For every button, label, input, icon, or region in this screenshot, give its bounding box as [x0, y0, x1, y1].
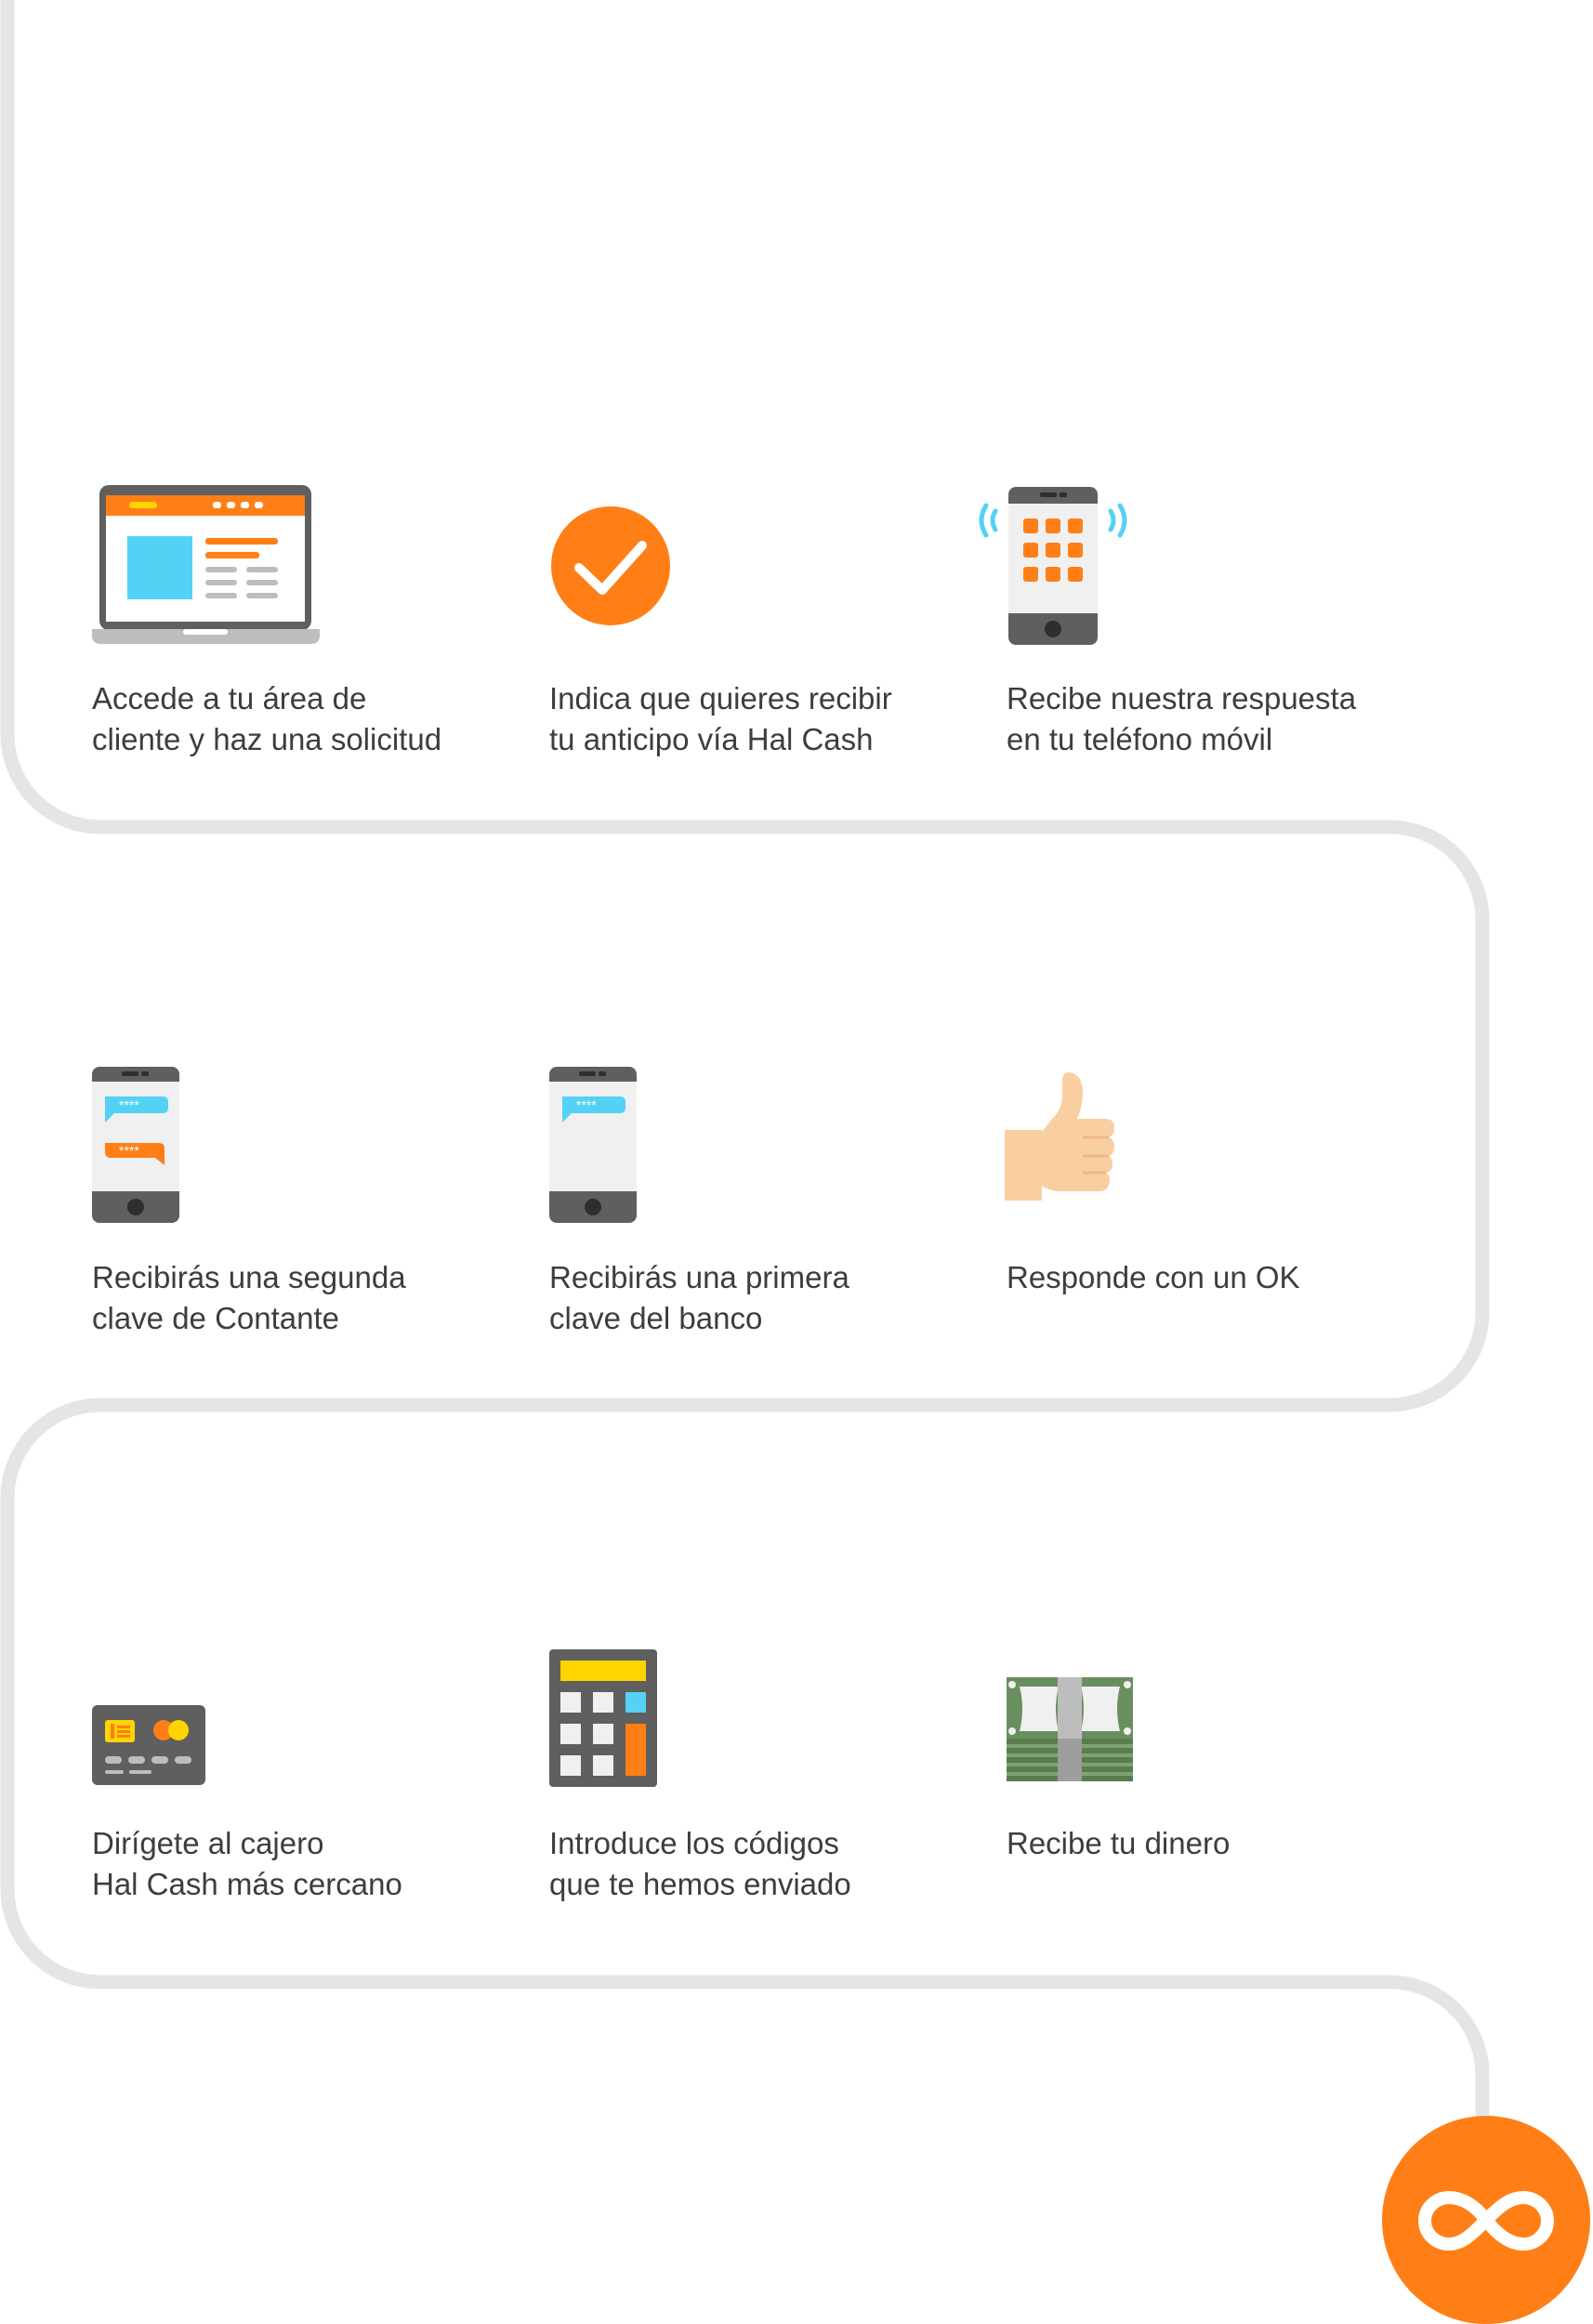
- step-label-line1: Recibirás una primera: [549, 1260, 849, 1294]
- phone-two-messages-icon: **** ****: [92, 1067, 179, 1223]
- step-go-to-atm: Dirígete al cajero Hal Cash más cercano: [92, 1649, 501, 1928]
- step-label-line1: Recibirás una segunda: [92, 1260, 406, 1294]
- step-label-line1: Accede a tu área de: [92, 681, 367, 716]
- step-label-line1: Recibe nuestra respuesta: [1007, 681, 1357, 716]
- step-choose-hal-cash: Indica que quieres recibir tu anticipo v…: [549, 483, 958, 762]
- step-label-line1: Indica que quieres recibir: [549, 681, 892, 716]
- message-code-1: ****: [119, 1097, 139, 1112]
- step-label-line2: que te hemos enviado: [549, 1867, 851, 1901]
- step-label-line2: tu anticipo vía Hal Cash: [549, 722, 874, 756]
- step-access-client-area: Accede a tu área de cliente y haz una so…: [92, 483, 501, 762]
- phone-one-message-icon: ****: [549, 1067, 637, 1223]
- step-label-line1: Dirígete al cajero: [92, 1826, 324, 1860]
- step-label-line2: cliente y haz una solicitud: [92, 722, 442, 756]
- step-label-line2: clave de Contante: [92, 1301, 340, 1335]
- credit-card-icon: [92, 1705, 205, 1785]
- step-label-line2: en tu teléfono móvil: [1007, 722, 1273, 756]
- calculator-icon: [549, 1649, 657, 1787]
- step-label-line1: Responde con un OK: [1007, 1260, 1300, 1294]
- infinity-logo-icon: [1382, 2116, 1590, 2324]
- step-label-line1: Recibe tu dinero: [1007, 1826, 1231, 1860]
- step-receive-response: Recibe nuestra respuesta en tu teléfono …: [979, 483, 1415, 762]
- step-reply-ok: Responde con un OK: [1005, 1067, 1415, 1346]
- step-first-key: **** Recibirás una primera clave del ban…: [549, 1067, 958, 1346]
- message-code-2: ****: [119, 1143, 139, 1158]
- step-second-key: **** **** Recibirás una segunda clave de…: [92, 1067, 501, 1346]
- step-label-line2: clave del banco: [549, 1301, 763, 1335]
- ringing-phone-icon: [979, 487, 1127, 645]
- thumbs-up-icon: [1005, 1072, 1114, 1201]
- check-circle-icon: [551, 506, 670, 625]
- banknotes-icon: [1007, 1677, 1133, 1781]
- step-receive-money: Recibe tu dinero: [1007, 1649, 1415, 1928]
- step-label-line2: Hal Cash más cercano: [92, 1867, 402, 1901]
- laptop-browser-icon: [92, 485, 320, 644]
- message-code: ****: [576, 1097, 597, 1112]
- step-label-line1: Introduce los códigos: [549, 1826, 839, 1860]
- step-enter-codes: Introduce los códigos que te hemos envia…: [549, 1649, 958, 1928]
